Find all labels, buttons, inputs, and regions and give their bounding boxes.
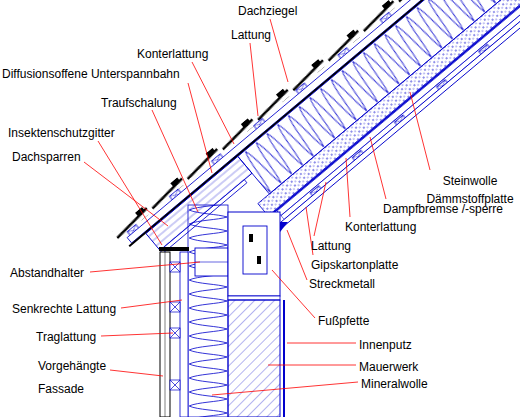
anchor-box [243, 226, 267, 274]
batten-cross [170, 262, 180, 272]
anchor-mark [249, 234, 253, 242]
anchor-mark [257, 256, 261, 264]
part-label: Senkrechte Lattung [12, 302, 116, 316]
part-label: Konterlattung [137, 47, 208, 61]
ring-beam [228, 296, 280, 300]
part-label: Traufschalung [101, 96, 177, 110]
roof-layers [112, 0, 520, 313]
facade-cladding [160, 252, 170, 417]
leader-line [287, 343, 356, 344]
leader-line [314, 182, 326, 236]
wall-plate [228, 212, 280, 296]
leader-line [101, 333, 173, 336]
support-batten [170, 302, 180, 312]
leader-line [250, 43, 258, 116]
part-label: Diffusionsoffene Unterspannbahn [2, 67, 180, 81]
masonry [228, 300, 280, 417]
stone-wool-board [258, 0, 520, 216]
part-label: Dachsparren [12, 150, 81, 164]
part-label: Insektenschutzgitter [8, 126, 115, 140]
insect-screen [159, 247, 189, 251]
leader-line [110, 370, 163, 376]
leader-line [410, 92, 430, 170]
vapour-barrier [269, 0, 520, 217]
inner-counter-batten [277, 0, 520, 216]
leader-line [84, 162, 168, 226]
leader-line [272, 270, 315, 318]
part-label: Lattung [311, 239, 351, 253]
support-battens [170, 262, 180, 390]
inner-batten [281, 0, 520, 219]
leader-line [287, 230, 307, 280]
batten-cross [170, 302, 180, 312]
part-label: Lattung [231, 28, 271, 42]
part-label: Gipskartonplatte [311, 258, 398, 272]
part-label: Vorgehängte Fassade [38, 355, 120, 401]
part-label: Mineralwolle [361, 377, 428, 391]
support-batten [170, 262, 180, 272]
mineral-wool [188, 205, 228, 417]
batten-cross [170, 380, 180, 390]
plasterboard [275, 0, 520, 231]
leader-line [268, 365, 356, 366]
part-label: Traglattung [36, 330, 96, 344]
support-batten [170, 380, 180, 390]
leader-line [270, 19, 288, 82]
inner-plaster [283, 300, 285, 417]
facade-joint [165, 252, 166, 417]
leader-line [192, 62, 234, 144]
leader-line [188, 83, 212, 173]
wall [159, 205, 288, 417]
leader-line [370, 137, 386, 199]
leader-line [212, 382, 358, 395]
part-label: Innenputz [359, 338, 412, 352]
part-label: Abstandhalter [10, 266, 84, 280]
vertical-batten [180, 252, 188, 417]
leader-line [152, 110, 198, 212]
leader-line [346, 158, 350, 217]
leader-line [121, 300, 182, 308]
part-label: Streckmetall [309, 277, 375, 291]
leader-line [90, 262, 200, 272]
leader-line [98, 141, 162, 245]
part-label: Mauerwerk [359, 360, 418, 374]
part-label: Fußpfette [318, 314, 369, 328]
part-label: Konterlattung [345, 220, 416, 234]
part-label: Dampfbremse /-sperre [383, 202, 503, 216]
part-label: Dachziegel [238, 4, 297, 18]
